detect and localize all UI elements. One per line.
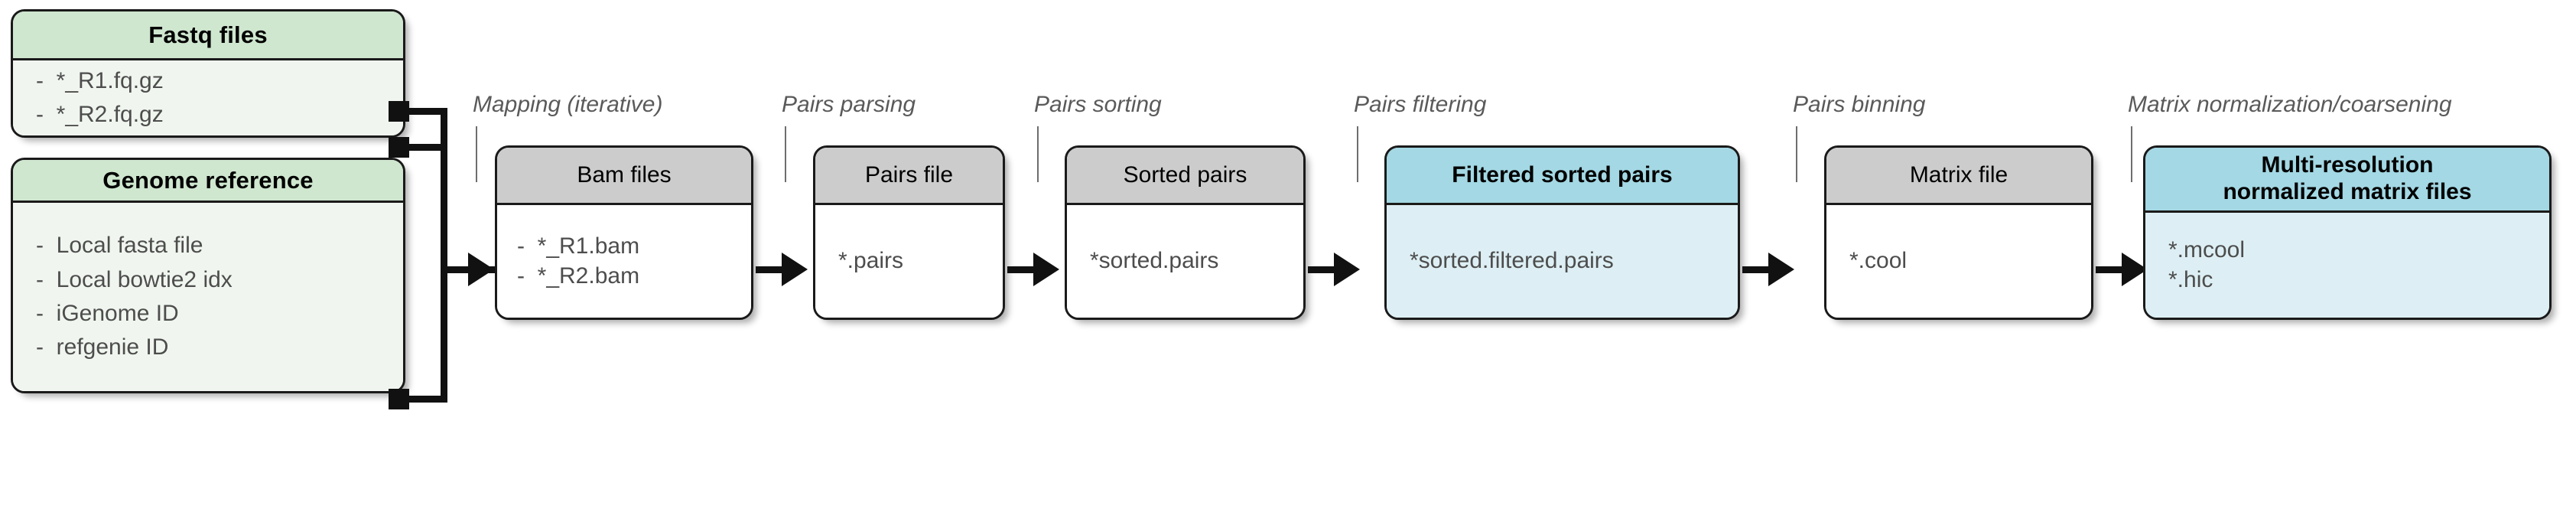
- list-item: - *_R2.fq.gz: [36, 102, 164, 127]
- node-bam-files-body: - *_R1.bam - *_R2.bam: [497, 205, 751, 318]
- node-fastq-files[interactable]: Fastq files - *_R1.fq.gz - *_R2.fq.gz: [11, 9, 405, 138]
- node-title-line-2: normalized matrix files: [2223, 179, 2472, 204]
- arrow-bam-to-pairs: [782, 253, 808, 286]
- node-fastq-files-body: - *_R1.fq.gz - *_R2.fq.gz: [13, 60, 403, 135]
- stage-label-mapping: Mapping (iterative): [473, 92, 663, 117]
- list-item: - iGenome ID: [36, 301, 179, 326]
- connector-stub-genome: [408, 396, 447, 403]
- stage-tick-pairs-binning: [1796, 126, 1797, 182]
- node-matrix-file[interactable]: Matrix file *.cool: [1824, 145, 2093, 320]
- arrow-pairs-to-sorted: [1033, 253, 1059, 286]
- list-item: - *_R1.bam: [517, 233, 640, 259]
- list-item: *sorted.filtered.pairs: [1410, 248, 1614, 274]
- list-item: - Local bowtie2 idx: [36, 266, 233, 292]
- node-matrix-file-title: Matrix file: [1826, 148, 2091, 205]
- node-bam-files-title: Bam files: [497, 148, 751, 205]
- node-multiresolution-matrix-files-body: *.mcool *.hic: [2145, 213, 2549, 318]
- connector-filtered-to-matrix: [1742, 266, 1776, 273]
- node-genome-reference[interactable]: Genome reference - Local fasta file - Lo…: [11, 158, 405, 393]
- stage-tick-pairs-parsing: [785, 126, 786, 182]
- list-item: *.cool: [1849, 248, 1908, 274]
- node-multiresolution-matrix-files-title: Multi-resolution normalized matrix files: [2145, 148, 2549, 213]
- connector-stub-fastq-r2: [408, 144, 447, 151]
- connector-port-fastq-r2: [389, 137, 409, 158]
- connector-bam-to-pairs: [756, 266, 789, 273]
- node-matrix-file-body: *.cool: [1826, 205, 2091, 318]
- connector-pairs-to-sorted: [1007, 266, 1041, 273]
- stage-tick-mapping: [476, 126, 477, 182]
- connector-trunk: [441, 108, 447, 403]
- list-item: - *_R1.fq.gz: [36, 67, 164, 93]
- list-item: *.pairs: [838, 248, 904, 274]
- stage-label-pairs-parsing: Pairs parsing: [782, 92, 916, 117]
- node-genome-reference-title: Genome reference: [13, 160, 403, 203]
- node-sorted-pairs-body: *sorted.pairs: [1067, 205, 1303, 318]
- node-pairs-file-title: Pairs file: [815, 148, 1003, 205]
- node-filtered-sorted-pairs[interactable]: Filtered sorted pairs *sorted.filtered.p…: [1384, 145, 1740, 320]
- connector-port-fastq-r1: [389, 101, 409, 122]
- node-fastq-files-title: Fastq files: [13, 11, 403, 60]
- list-item: - refgenie ID: [36, 334, 169, 360]
- node-genome-reference-body: - Local fasta file - Local bowtie2 idx -…: [13, 203, 403, 391]
- node-filtered-sorted-pairs-title: Filtered sorted pairs: [1387, 148, 1738, 205]
- node-multiresolution-matrix-files[interactable]: Multi-resolution normalized matrix files…: [2143, 145, 2552, 320]
- node-title-line-1: Multi-resolution: [2261, 152, 2434, 178]
- list-item: *.mcool: [2168, 237, 2246, 263]
- connector-stub-fastq-r1: [408, 108, 447, 115]
- list-item: - Local fasta file: [36, 233, 203, 259]
- list-item: *.hic: [2168, 266, 2213, 292]
- stage-label-pairs-sorting: Pairs sorting: [1034, 92, 1162, 117]
- stage-label-matrix-normalization: Matrix normalization/coarsening: [2128, 92, 2452, 117]
- node-bam-files[interactable]: Bam files - *_R1.bam - *_R2.bam: [495, 145, 753, 320]
- arrow-to-mapping: [468, 253, 494, 286]
- connector-port-genome: [389, 389, 409, 409]
- arrow-filtered-to-matrix: [1768, 253, 1794, 286]
- connector-sorted-to-filtered: [1308, 266, 1342, 273]
- arrow-sorted-to-filtered: [1334, 253, 1360, 286]
- list-item: *sorted.pairs: [1090, 248, 1219, 274]
- list-item: - *_R2.bam: [517, 262, 640, 289]
- stage-tick-matrix-normalization: [2131, 126, 2132, 182]
- stage-tick-pairs-filtering: [1357, 126, 1358, 182]
- node-pairs-file-body: *.pairs: [815, 205, 1003, 318]
- node-filtered-sorted-pairs-body: *sorted.filtered.pairs: [1387, 205, 1738, 318]
- node-sorted-pairs[interactable]: Sorted pairs *sorted.pairs: [1065, 145, 1306, 320]
- stage-label-pairs-filtering: Pairs filtering: [1354, 92, 1487, 117]
- stage-label-pairs-binning: Pairs binning: [1793, 92, 1926, 117]
- connector-matrix-to-multires: [2096, 266, 2129, 273]
- node-sorted-pairs-title: Sorted pairs: [1067, 148, 1303, 205]
- node-pairs-file[interactable]: Pairs file *.pairs: [813, 145, 1005, 320]
- stage-tick-pairs-sorting: [1037, 126, 1039, 182]
